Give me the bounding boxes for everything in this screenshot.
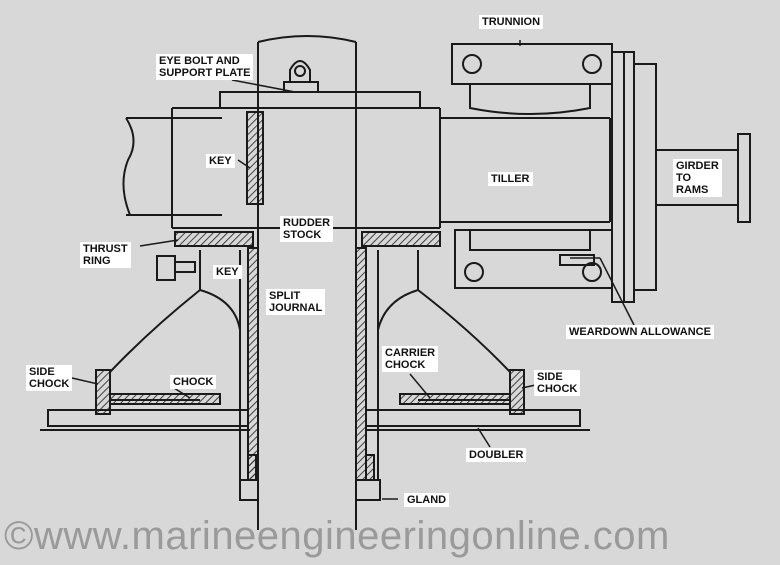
chock-right xyxy=(399,393,511,405)
label-trunnion: TRUNNION xyxy=(479,15,544,29)
key-lower xyxy=(156,255,196,281)
watermark: ©www.marineengineeringonline.com xyxy=(4,514,670,558)
trunnion-block xyxy=(451,43,613,289)
journal-left xyxy=(247,247,259,481)
rudder-stock xyxy=(257,35,357,530)
label-girder-to-rams: GIRDER TO RAMS xyxy=(673,159,722,197)
carrier-cone xyxy=(109,250,511,480)
gland-left xyxy=(239,479,259,501)
label-gland: GLAND xyxy=(404,493,450,507)
side-chock-right xyxy=(509,369,525,415)
thrust-ring-left xyxy=(174,231,254,247)
label-weardown-allowance: WEARDOWN ALLOWANCE xyxy=(566,325,714,339)
label-chock: CHOCK xyxy=(170,375,217,389)
tiller-right-arm xyxy=(440,117,611,223)
side-chock-left xyxy=(95,369,111,415)
gland-right xyxy=(355,479,381,501)
tiller-boss xyxy=(171,107,441,229)
tiller-left-arm xyxy=(122,117,222,216)
label-side-chock-right: SIDE CHOCK xyxy=(534,370,581,396)
thrust-ring-right xyxy=(361,231,441,247)
eye-bolt xyxy=(283,60,319,93)
deck-plate-right xyxy=(365,409,581,427)
key-upper xyxy=(246,111,264,205)
label-tiller: TILLER xyxy=(488,172,533,186)
girder-plates xyxy=(611,51,751,303)
label-eye-bolt-support-plate: EYE BOLT AND SUPPORT PLATE xyxy=(156,54,254,80)
label-rudder-stock: RUDDER STOCK xyxy=(280,216,334,242)
label-key-upper: KEY xyxy=(206,154,235,168)
chock-left xyxy=(109,393,221,405)
label-key-lower: KEY xyxy=(213,265,242,279)
journal-right xyxy=(355,247,367,481)
label-side-chock-left: SIDE CHOCK xyxy=(26,365,73,391)
deck-plate-left xyxy=(47,409,249,427)
label-thrust-ring: THRUST RING xyxy=(80,242,131,268)
label-carrier-chock: CARRIER CHOCK xyxy=(382,346,439,372)
label-split-journal: SPLIT JOURNAL xyxy=(266,289,326,315)
support-plate xyxy=(219,91,421,109)
label-doubler: DOUBLER xyxy=(466,448,527,462)
